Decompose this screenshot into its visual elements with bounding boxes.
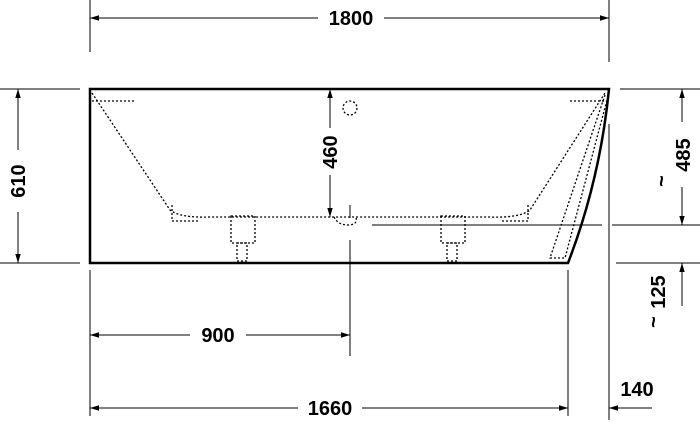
inner-basin-hidden-lines — [91, 92, 608, 262]
dim-label-610: 610 — [8, 164, 30, 197]
extension-lines-top — [89, 0, 610, 62]
tub-outline — [88, 87, 611, 265]
dim-label-485: 485 — [673, 138, 695, 171]
dim-label-125: 125 — [648, 275, 670, 308]
approx-symbol-485: ~ — [651, 175, 673, 187]
dim-label-140: 140 — [620, 379, 653, 401]
extension-lines-left — [0, 88, 80, 264]
dim-label-460: 460 — [320, 135, 342, 168]
dim-label-900: 900 — [201, 325, 234, 347]
dim-label-1800: 1800 — [329, 8, 374, 30]
extension-lines-bottom — [89, 124, 610, 420]
dim-label-1660: 1660 — [308, 398, 353, 420]
extension-lines-right — [612, 88, 700, 264]
overflow-circle — [342, 100, 358, 116]
approx-symbol-125: ~ — [643, 316, 665, 328]
